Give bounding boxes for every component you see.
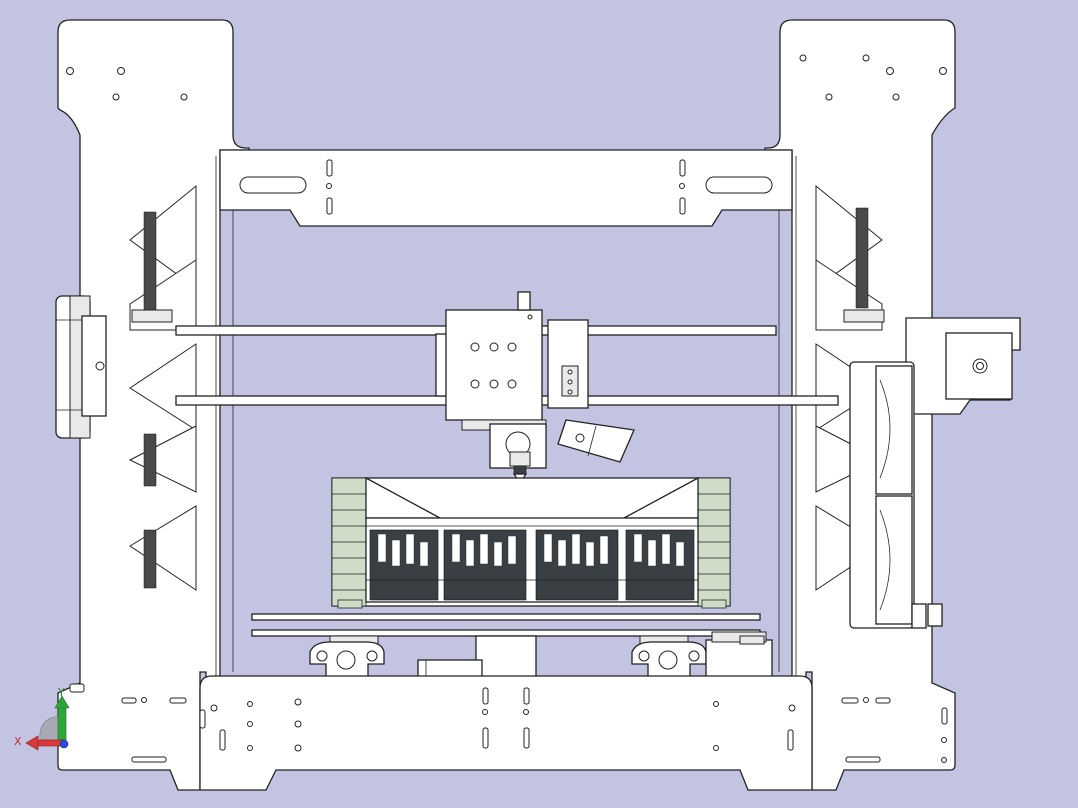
frame-hole: [939, 67, 947, 75]
frame-hole: [892, 93, 900, 101]
left-frame-plate[interactable]: [57, 19, 250, 791]
z-axis-dot: [59, 739, 69, 749]
bed-bearing-blocks: [309, 635, 707, 685]
z-leadscrews: [131, 207, 885, 589]
frame-feet-details: [69, 683, 948, 763]
x-carriage[interactable]: [435, 291, 589, 421]
x-axis-label: X: [14, 735, 22, 748]
x-axis-arrow: [33, 739, 65, 747]
frame-hole: [117, 67, 125, 75]
top-crossbar[interactable]: [219, 149, 793, 227]
frame-hole: [66, 67, 74, 75]
frame-hole: [112, 93, 120, 101]
frame-hole: [180, 93, 188, 101]
orientation-triad[interactable]: X Y: [14, 686, 70, 751]
left-z-motor[interactable]: [55, 295, 107, 439]
frame-hole: [886, 67, 894, 75]
bottom-base-plate[interactable]: [199, 675, 813, 791]
y-axis-label: Y: [57, 686, 65, 699]
cooling-fans[interactable]: [849, 361, 943, 629]
frame-hole: [862, 54, 870, 62]
right-motor-bracket[interactable]: [905, 317, 1021, 415]
print-object-basket[interactable]: [331, 476, 731, 609]
hotend-assembly[interactable]: [461, 419, 635, 481]
y-axis-arrow: [57, 705, 67, 741]
frame-hole: [825, 93, 833, 101]
frame-hole: [799, 54, 807, 62]
inner-rails: [215, 156, 797, 690]
